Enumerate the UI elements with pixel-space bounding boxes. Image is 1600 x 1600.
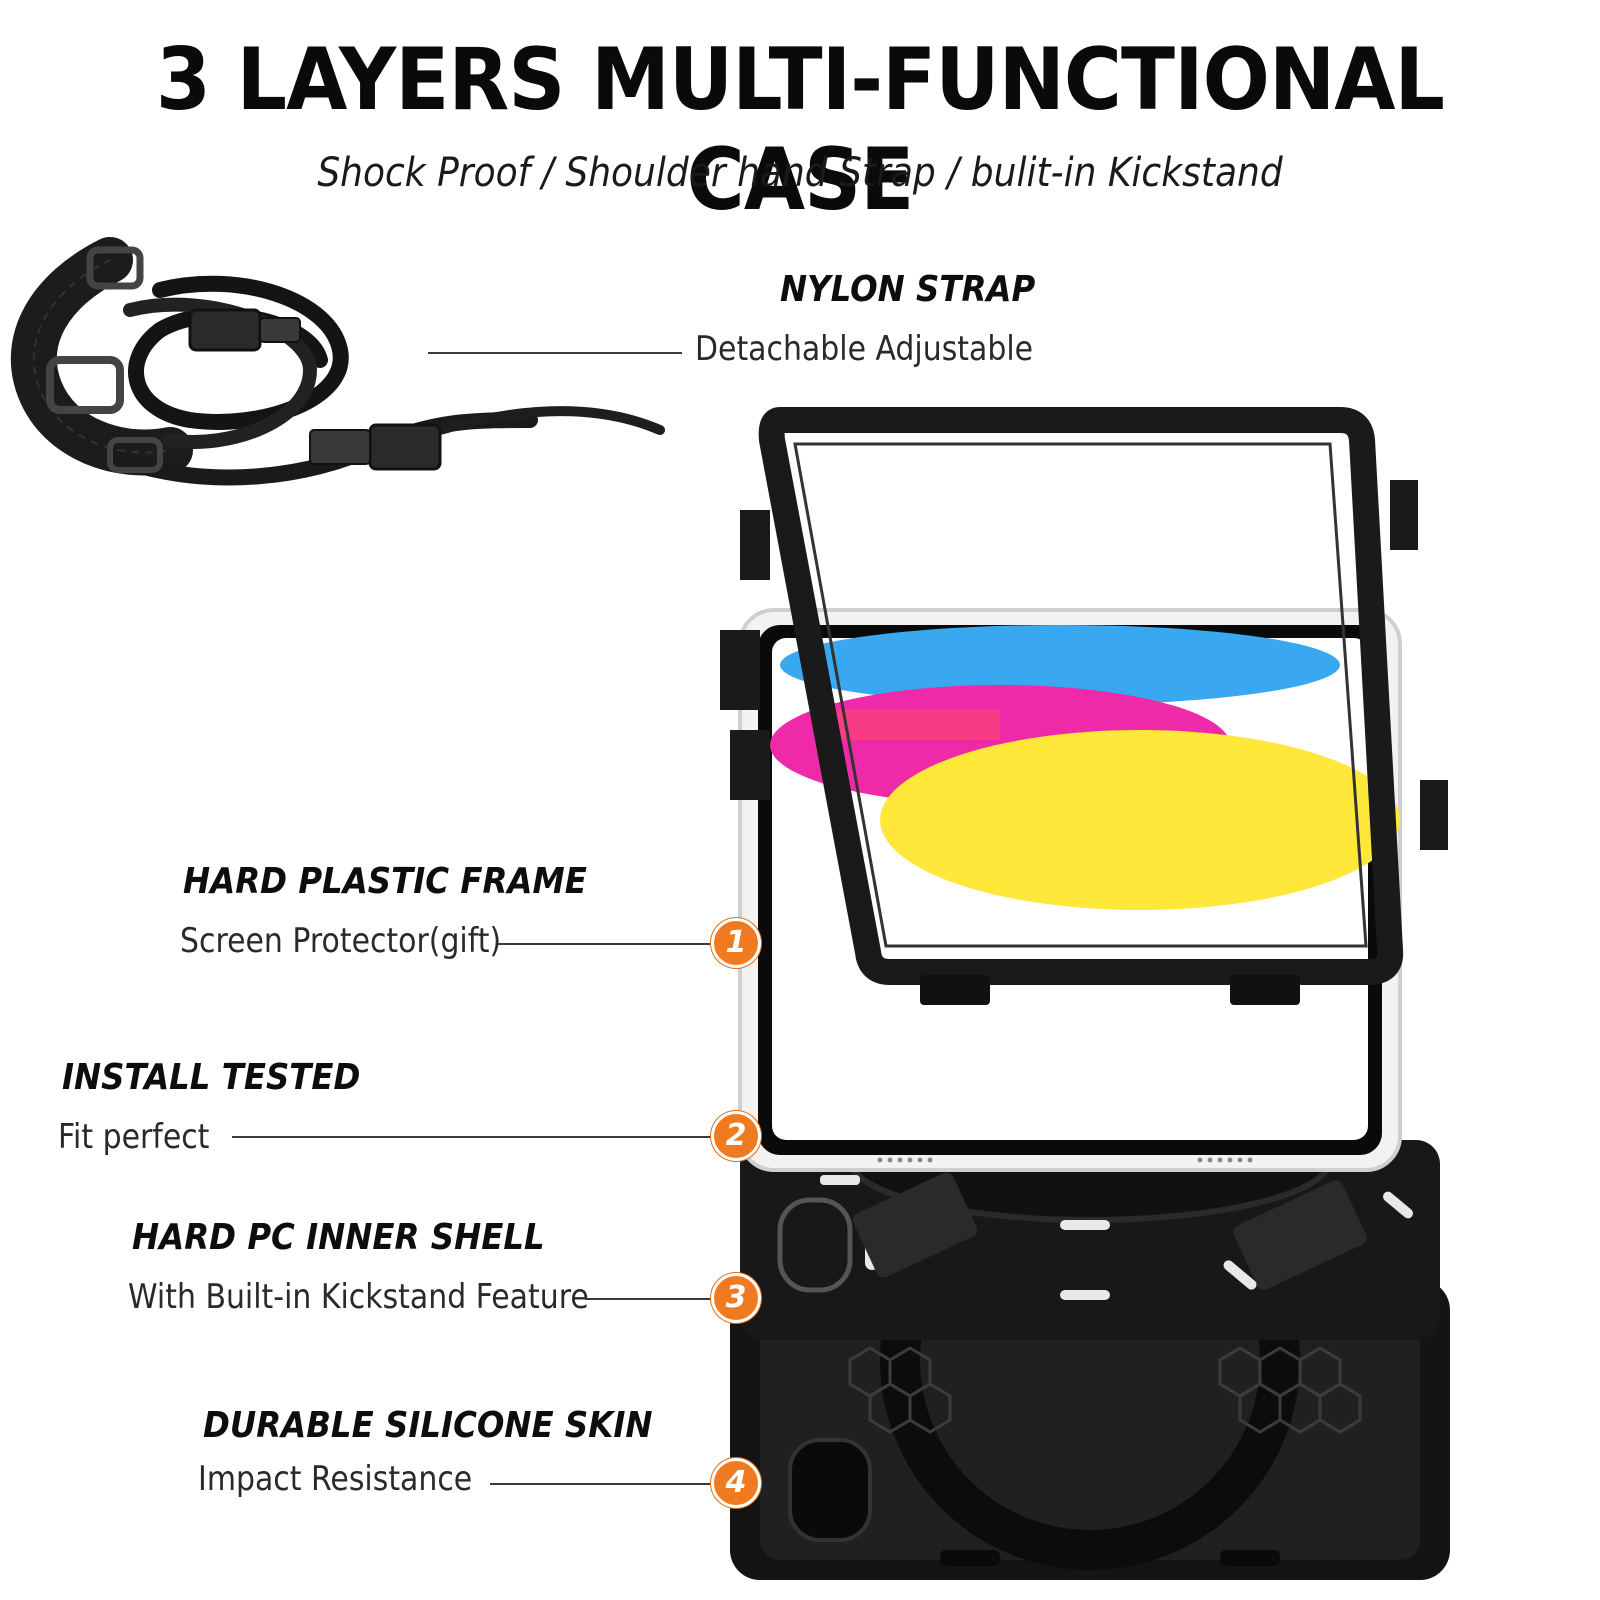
page-title: 3 LAYERS MULTI-FUNCTIONAL CASE bbox=[155, 30, 1445, 230]
shell-heading: HARD PC INNER SHELL bbox=[132, 1217, 545, 1258]
frame-leader-line bbox=[498, 943, 712, 945]
frame-heading: HARD PLASTIC FRAME bbox=[183, 861, 587, 902]
callout-badge-4: 4 bbox=[711, 1458, 761, 1508]
strap-leader-line bbox=[428, 352, 682, 354]
skin-heading: DURABLE SILICONE SKIN bbox=[203, 1405, 653, 1446]
page-subtitle: Shock Proof / Shoulder hand Strap / buli… bbox=[317, 150, 1283, 196]
shell-desc: With Built-in Kickstand Feature bbox=[128, 1277, 589, 1317]
install-leader-line bbox=[232, 1136, 712, 1138]
skin-leader-line bbox=[490, 1483, 712, 1485]
skin-desc: Impact Resistance bbox=[198, 1459, 473, 1499]
callout-badge-2: 2 bbox=[711, 1111, 761, 1161]
exploded-tablet-case-image bbox=[720, 407, 1450, 1580]
nylon-strap-image bbox=[10, 237, 665, 486]
callout-badge-1: 1 bbox=[711, 918, 761, 968]
strap-heading: NYLON STRAP bbox=[780, 269, 1036, 310]
frame-desc: Screen Protector(gift) bbox=[180, 921, 502, 961]
callout-badge-3: 3 bbox=[711, 1273, 761, 1323]
shell-leader-line bbox=[585, 1298, 712, 1300]
install-heading: INSTALL TESTED bbox=[62, 1057, 361, 1098]
strap-desc: Detachable Adjustable bbox=[695, 329, 1034, 369]
install-desc: Fit perfect bbox=[58, 1117, 210, 1157]
